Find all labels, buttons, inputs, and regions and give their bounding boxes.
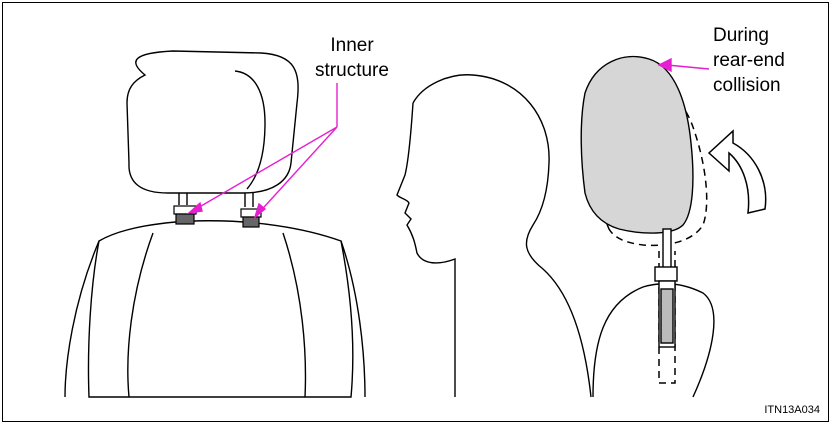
headrest-illustration — [3, 3, 830, 423]
inner-structure-label: Inner structure — [300, 33, 404, 83]
headrest-collision-position — [581, 57, 693, 347]
seat-rear-view — [65, 51, 365, 397]
seat-side-view — [593, 284, 714, 397]
headrest-left — [127, 51, 298, 193]
occupant-silhouette — [397, 75, 591, 397]
illustration-frame: Inner structure During rear-end collisio… — [2, 2, 829, 422]
rear-end-callout — [659, 59, 709, 71]
rear-end-collision-label: During rear-end collision — [713, 23, 823, 98]
curved-arrow-up-left-icon — [709, 131, 766, 213]
figure-code: ITN13A034 — [764, 404, 820, 416]
headrest-guides — [174, 206, 261, 227]
